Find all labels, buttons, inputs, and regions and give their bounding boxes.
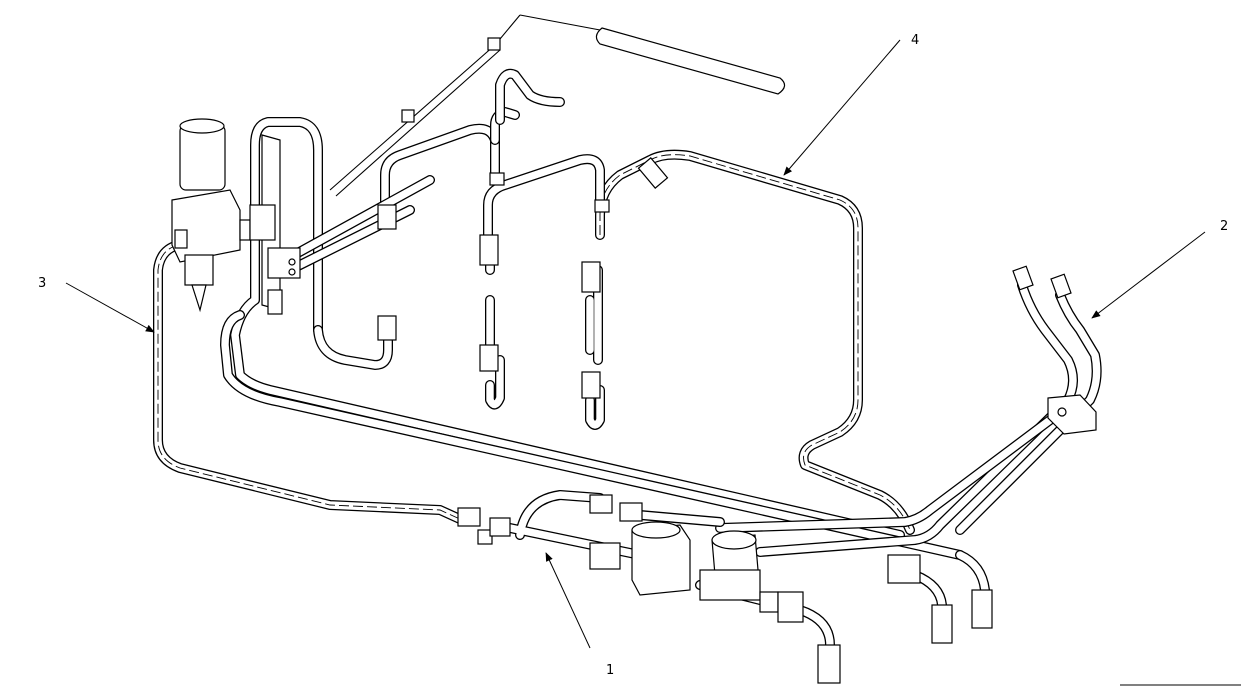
outlet-fitting-2 [931,604,953,644]
pipe-4-loop [595,149,915,535]
fitting-a1 [377,204,397,230]
tee-fitting [457,507,481,527]
pipe-3-return [153,240,467,525]
callouts: 1 2 3 4 [38,33,1228,678]
callout-4-label: 4 [911,33,919,48]
components [171,118,1097,684]
filter-regulator [171,118,251,313]
branch-pipes [380,68,605,430]
fitting-d0 [637,157,669,189]
fitting-c0 [594,199,610,213]
fitting-c1 [581,261,601,293]
callout-2-label: 2 [1220,219,1228,234]
valve-assembly [457,494,993,684]
outlet-fitting [817,644,841,684]
lower-block [887,554,921,584]
fitting-b1 [479,234,499,266]
callout-4: 4 [783,33,919,176]
callout-3: 3 [38,276,155,333]
clip-mid [401,109,415,123]
fitting-b0 [489,172,505,186]
fitting-c2 [581,371,601,399]
filter-bowl [631,524,691,596]
cylinder-rod [595,27,786,95]
support-rod [329,14,786,197]
callout-1-label: 1 [606,663,614,678]
pipe-network [153,14,1102,660]
right-block [777,591,804,623]
valve-body [699,569,761,601]
callout-3-label: 3 [38,276,46,291]
callout-2: 2 [1091,219,1228,319]
fitting-a2 [377,315,397,341]
pipe-2-lines [715,280,1102,557]
mounting-bracket [249,134,301,315]
outlet-fitting-3 [971,589,993,629]
fitting-b2 [479,344,499,372]
fittings [377,157,669,399]
callout-1: 1 [545,552,614,678]
clip-top [487,37,501,51]
right-manifold [1012,265,1097,435]
